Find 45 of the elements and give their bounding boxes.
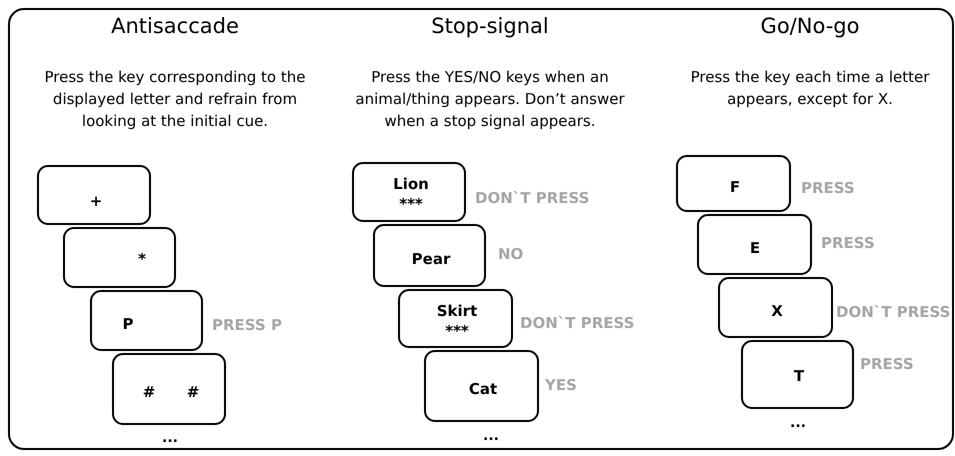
response-label: PRESS	[821, 234, 875, 252]
ellipsis: ...	[162, 430, 178, 446]
stimulus-screen	[398, 289, 513, 348]
task-title: Stop-signal	[431, 14, 549, 38]
response-label: PRESS	[860, 355, 914, 373]
stimulus-text: T	[794, 367, 804, 385]
stimulus-text: Cat	[468, 380, 498, 398]
instruction-text: Press the key each time a letter appears, except for X.	[690, 67, 930, 110]
stimulus-text: E	[750, 239, 760, 257]
stimulus-text: Skirt	[436, 302, 478, 320]
response-label: DON`T PRESS	[520, 314, 634, 332]
response-label: PRESS P	[212, 316, 282, 334]
stimulus-text: F	[730, 178, 740, 196]
response-label: NO	[498, 245, 524, 263]
stimulus-text: ***	[445, 322, 469, 340]
ellipsis: ...	[790, 415, 806, 431]
stimulus-screen	[373, 224, 486, 287]
stimulus-screen	[676, 155, 791, 212]
stimulus-text: Lion	[393, 175, 429, 193]
ellipsis: ...	[483, 428, 499, 444]
stimulus-text: +	[90, 192, 102, 210]
stimulus-text: *	[138, 250, 146, 268]
stimulus-screen	[424, 350, 539, 422]
stimulus-text: X	[771, 302, 783, 320]
stimulus-screen	[63, 227, 176, 288]
stimulus-text: Pear	[412, 250, 450, 268]
stimulus-screen	[718, 277, 833, 338]
stimulus-text: P	[122, 315, 134, 333]
task-title: Antisaccade	[111, 14, 239, 38]
stimulus-screen	[352, 162, 466, 222]
response-label: YES	[545, 376, 577, 394]
stimulus-screen	[741, 340, 854, 409]
response-label: PRESS	[801, 179, 855, 197]
stimulus-screen	[697, 214, 812, 275]
response-label: DON`T PRESS	[475, 189, 590, 207]
stimulus-screen	[112, 353, 226, 425]
stimulus-screen	[37, 165, 151, 225]
response-label: DON`T PRESS	[836, 303, 950, 321]
instruction-text: Press the key corresponding to the displayed letter and refrain from looking at the initial cue.	[44, 67, 306, 132]
stimulus-screen	[90, 290, 203, 351]
instruction-text: Press the YES/NO keys when an animal/thing appears. Don’t answer when a stop signal appears.	[354, 67, 626, 132]
stimulus-text: ***	[399, 195, 423, 213]
task-title: Go/No-go	[760, 14, 860, 38]
stimulus-text: #	[142, 383, 156, 401]
stimulus-text: #	[186, 383, 200, 401]
